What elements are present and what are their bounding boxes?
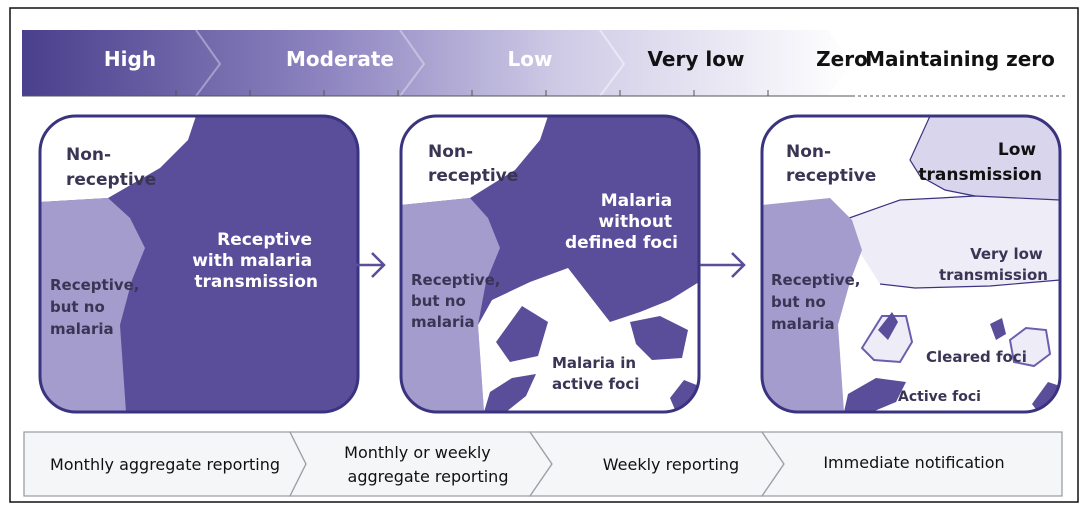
stage-low: Low bbox=[508, 47, 553, 71]
p1-transmission-2: with malaria bbox=[192, 251, 312, 271]
p2-active-foci-1: Malaria in bbox=[552, 354, 636, 372]
p2-no-foci-3: defined foci bbox=[565, 233, 678, 253]
svg-text:Low transmission: Low transmission bbox=[918, 140, 1042, 185]
p1-non-receptive-1: Non- bbox=[66, 145, 111, 165]
stage-banner: High Moderate Low Very low Zero Maintain… bbox=[22, 29, 1068, 97]
svg-text:Receptive with malaria: Receptive with malaria transmission bbox=[192, 230, 318, 292]
p3-non-receptive-2: receptive bbox=[786, 166, 876, 186]
p3-low-1: Low bbox=[998, 140, 1037, 160]
focus-patch-2 bbox=[630, 316, 688, 360]
active-focus-small-2 bbox=[990, 318, 1006, 340]
region-very-low-transmission bbox=[838, 180, 1060, 288]
stage-ticks bbox=[175, 90, 769, 96]
svg-text:Non- receptive: Non- receptive bbox=[786, 142, 876, 186]
p2-receptive-no-1: Receptive, bbox=[411, 271, 501, 289]
svg-text:Malaria in active foci: Malaria in active foci bbox=[552, 354, 641, 393]
p3-very-low-1: Very low bbox=[970, 245, 1043, 263]
focus-patch-3 bbox=[484, 374, 536, 412]
panel-high-transmission: Non- receptive Receptive, but no malaria… bbox=[38, 114, 360, 414]
region-receptive-no-malaria bbox=[762, 198, 862, 412]
p1-receptive-no-3: malaria bbox=[50, 320, 114, 338]
arrow-panel1-to-panel2 bbox=[340, 252, 386, 278]
reporting-step-4 bbox=[760, 431, 1063, 497]
p1-receptive-no-2: but no bbox=[50, 298, 105, 316]
p2-non-receptive-2: receptive bbox=[428, 166, 518, 186]
region-receptive-no-malaria bbox=[40, 198, 145, 412]
p1-transmission-1: Receptive bbox=[217, 230, 312, 250]
svg-text:Receptive, but no: Receptive, but no malaria bbox=[411, 271, 506, 331]
region-non-receptive bbox=[40, 116, 196, 202]
region-receptive-no-malaria bbox=[401, 198, 500, 412]
active-focus-small-1 bbox=[878, 312, 898, 340]
panel-2-border bbox=[399, 114, 701, 414]
p3-receptive-no-3: malaria bbox=[771, 315, 835, 333]
p2-receptive-no-3: malaria bbox=[411, 313, 475, 331]
stage-maintaining-zero: Maintaining zero bbox=[865, 47, 1055, 71]
p1-receptive-no-1: Receptive, bbox=[50, 276, 140, 294]
p1-non-receptive-2: receptive bbox=[66, 170, 156, 190]
stage-high: High bbox=[104, 47, 156, 71]
svg-text:Non- receptive: Non- receptive bbox=[428, 142, 518, 186]
reporting-monthly-weekly-2: aggregate reporting bbox=[348, 467, 509, 486]
p2-no-foci-1: Malaria bbox=[601, 191, 672, 211]
stage-chevron-1 bbox=[195, 29, 222, 97]
cleared-focus-2 bbox=[1008, 326, 1052, 368]
stage-moderate: Moderate bbox=[286, 47, 394, 71]
panel-very-low-transmission: Non- receptive Low transmission Very low… bbox=[760, 114, 1062, 414]
panel-low-transmission: Non- receptive Receptive, but no malaria… bbox=[399, 114, 701, 414]
svg-text:Receptive, but no: Receptive, but no malaria bbox=[50, 276, 145, 338]
reporting-weekly: Weekly reporting bbox=[603, 455, 739, 474]
svg-text:Receptive, but no: Receptive, but no malaria bbox=[771, 271, 866, 333]
reporting-monthly-aggregate: Monthly aggregate reporting bbox=[50, 455, 280, 474]
stage-gradient-arrow bbox=[22, 30, 852, 96]
region-low-transmission bbox=[910, 116, 1060, 200]
p3-low-2: transmission bbox=[918, 165, 1042, 185]
reporting-monthly-weekly-1: Monthly or weekly bbox=[344, 443, 491, 462]
reporting-step-2 bbox=[288, 431, 553, 497]
p3-cleared-foci: Cleared foci bbox=[926, 348, 1027, 366]
focus-patch-1 bbox=[496, 306, 548, 362]
svg-text:Very low transmission: Very low transmission bbox=[939, 245, 1048, 284]
p3-active-foci: Active foci bbox=[898, 389, 981, 405]
p3-receptive-no-1: Receptive, bbox=[771, 271, 861, 289]
active-focus-patch bbox=[844, 378, 906, 412]
svg-text:Malaria without de: Malaria without defined foci bbox=[565, 191, 678, 253]
arrow-panel2-to-panel3 bbox=[700, 252, 746, 278]
stage-chevron-2 bbox=[399, 29, 426, 97]
p1-transmission-3: transmission bbox=[194, 272, 318, 292]
svg-text:Monthly or weekly aggreg: Monthly or weekly aggregate reporting bbox=[344, 443, 508, 486]
panel-3-border bbox=[760, 114, 1062, 414]
reporting-bar: Monthly aggregate reporting Monthly or w… bbox=[23, 431, 1063, 497]
p2-no-foci-2: without bbox=[598, 212, 672, 232]
p3-very-low-2: transmission bbox=[939, 266, 1048, 284]
stage-zero: Zero bbox=[816, 47, 868, 71]
stage-very-low: Very low bbox=[648, 47, 745, 71]
p3-non-receptive-1: Non- bbox=[786, 142, 831, 162]
outer-border bbox=[9, 7, 1079, 503]
p3-receptive-no-2: but no bbox=[771, 293, 826, 311]
p2-non-receptive-1: Non- bbox=[428, 142, 473, 162]
p2-active-foci-2: active foci bbox=[552, 375, 639, 393]
stage-chevron-3 bbox=[599, 29, 626, 97]
reporting-immediate: Immediate notification bbox=[823, 453, 1004, 472]
p2-receptive-no-2: but no bbox=[411, 292, 466, 310]
svg-text:Non- receptive: Non- receptive bbox=[66, 145, 156, 190]
region-non-receptive bbox=[401, 116, 548, 205]
